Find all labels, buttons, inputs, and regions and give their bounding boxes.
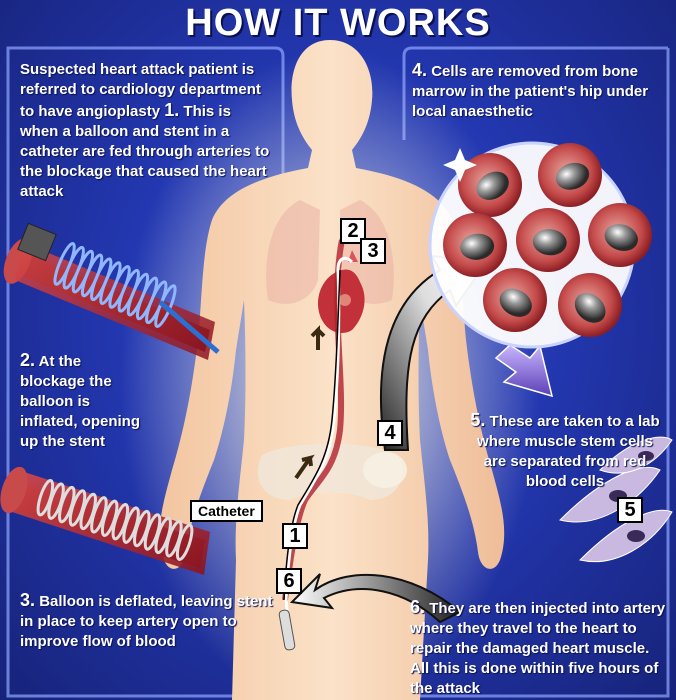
marker-1: 1 bbox=[282, 523, 308, 549]
right-panel-frame bbox=[402, 46, 670, 698]
step-3-text: 3. Balloon is deflated, leaving stent in… bbox=[20, 590, 275, 652]
step-4-desc: Cells are removed from bone marrow in th… bbox=[412, 63, 649, 120]
arrow-injection bbox=[289, 573, 462, 624]
marker-2: 2 bbox=[340, 218, 366, 244]
step-2-number: 2. bbox=[20, 350, 36, 370]
stent-deflated-image bbox=[0, 466, 210, 575]
marrow-cell bbox=[558, 273, 622, 337]
body-silhouette bbox=[159, 40, 505, 700]
marker-3: 3 bbox=[360, 238, 386, 264]
step-1-desc: This is when a balloon and stent in a ca… bbox=[20, 103, 270, 200]
stem-cells-image bbox=[559, 436, 673, 562]
intro-text: Suspected heart attack patient is referr… bbox=[20, 61, 261, 120]
stent-coil bbox=[175, 523, 194, 561]
sparkle-icon bbox=[443, 148, 477, 182]
step-4-text: 4. Cells are removed from bone marrow in… bbox=[412, 60, 662, 122]
marrow-cell bbox=[588, 203, 652, 267]
catheter-label: Catheter bbox=[190, 500, 263, 522]
step-6-text: 6. They are then injected into artery wh… bbox=[410, 597, 672, 699]
marrow-cell bbox=[516, 208, 580, 272]
step-3-desc: Balloon is deflated, leaving stent in pl… bbox=[20, 593, 273, 650]
marrow-cell bbox=[538, 143, 602, 207]
marker-4: 4 bbox=[377, 420, 403, 446]
step-5-text: 5. These are taken to a lab where muscle… bbox=[470, 410, 660, 492]
marker-6: 6 bbox=[276, 568, 302, 594]
marrow-cell bbox=[483, 268, 547, 332]
page-title: HOW IT WORKS bbox=[185, 2, 491, 44]
step-3-number: 3. bbox=[20, 590, 36, 610]
step-1-text: Suspected heart attack patient is referr… bbox=[20, 60, 270, 202]
step-5-number: 5. bbox=[470, 410, 486, 430]
marrow-cell bbox=[458, 153, 522, 217]
marrow-cell bbox=[443, 213, 507, 277]
heart-icon bbox=[318, 250, 365, 333]
step-6-desc: They are then injected into artery where… bbox=[410, 600, 666, 697]
marker-5: 5 bbox=[617, 497, 643, 523]
step-5-desc: These are taken to a lab where muscle st… bbox=[477, 413, 660, 490]
step-2-text: 2. At the blockage the balloon is inflat… bbox=[20, 350, 140, 452]
stent-balloon-image bbox=[3, 222, 220, 360]
step-6-number: 6. bbox=[410, 597, 426, 617]
step-1-number: 1. bbox=[164, 100, 180, 120]
step-2-desc: At the blockage the balloon is inflated,… bbox=[20, 353, 140, 450]
arrow-to-lab bbox=[494, 344, 554, 398]
step-4-number: 4. bbox=[412, 60, 428, 80]
